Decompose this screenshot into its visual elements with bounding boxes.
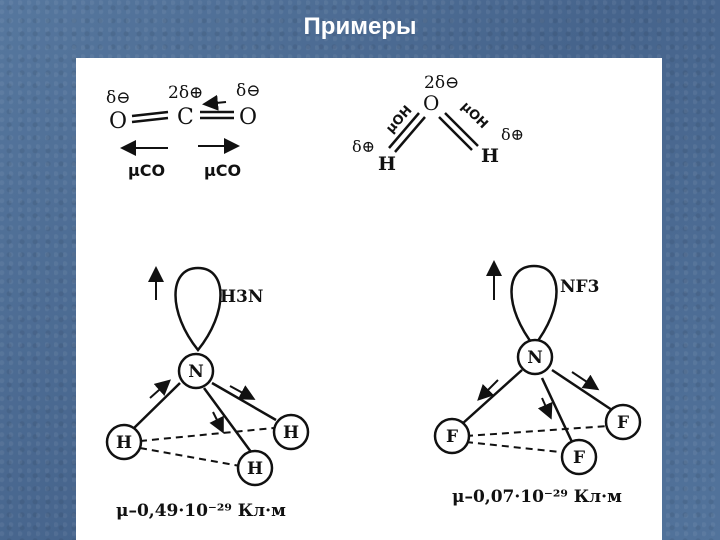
nf3-dipole-value: μ–0,07·10⁻²⁹ Кл·м [452,487,622,507]
ammonia-atom-h2-circle [272,413,310,451]
co2-charge-left: δ⊖ [106,88,130,108]
water-charge-o: 2δ⊖ [424,73,459,93]
water-charge-h-left: δ⊕ [352,137,375,156]
water-atom-o: O [423,91,439,115]
nf3-molecule: NF3 N F F F μ–0,07·10⁻²⁹ Кл·м [433,260,642,507]
ammonia-atom-h3-circle [236,449,274,487]
water-molecule: 2δ⊖ O μOH μOH δ⊕ δ⊕ H H [352,73,524,175]
nf3-base-dashes [465,425,609,453]
co2-moment-label-right: μCO [204,161,241,180]
nf3-atom-f3-circle [560,438,598,476]
ammonia-bonds [131,381,277,457]
water-atom-h-left: H [378,153,396,175]
co2-molecule: δ⊖ 2δ⊕ δ⊖ O C O μCO μCO [106,81,260,180]
ammonia-molecule: H3N N H H H μ–0,49·10⁻²⁹ Кл·м [105,266,310,521]
nf3-atom-f2: F [617,413,629,433]
ammonia-atom-h1: H [116,433,132,453]
co2-double-bond-right [200,110,234,120]
nf3-moment-arrow-center [537,397,553,420]
ammonia-atom-n-circle [177,352,215,390]
nf3-moment-arrow-right [571,371,600,391]
ammonia-atom-n: N [188,362,204,382]
figure-panel: δ⊖ 2δ⊕ δ⊖ O C O μCO μCO 2δ⊖ O μOH μ [76,58,662,540]
water-charge-h-right: δ⊕ [501,125,524,144]
water-bond-right [438,112,479,151]
co2-charge-center: 2δ⊕ [168,83,203,103]
co2-arrow-right-top [202,94,227,111]
water-bond-left [388,112,426,153]
nf3-bonds [461,368,613,443]
molecules-figure: δ⊖ 2δ⊕ δ⊖ O C O μCO μCO 2δ⊖ O μOH μ [105,73,642,521]
slide-title: Примеры [303,13,417,40]
co2-atom-left: O [109,109,127,134]
ammonia-moment-arrow-center [209,411,224,434]
water-atom-h-right: H [481,145,499,167]
ammonia-base-dashes [139,427,275,467]
co2-double-bond-left [131,110,169,124]
nf3-atom-f1-circle [433,417,471,455]
nf3-moment-arrow-left [477,379,499,401]
nf3-atom-f2-circle [604,403,642,441]
ammonia-dipole-value: μ–0,49·10⁻²⁹ Кл·м [116,501,286,521]
ammonia-moment-arrow-right [229,385,256,400]
co2-charge-right: δ⊖ [236,81,260,101]
nf3-atom-n: N [527,348,543,368]
nf3-lone-pair [510,264,558,349]
ammonia-lone-pair [174,266,222,352]
ammonia-atom-h1-circle [105,423,143,461]
nf3-formula: NF3 [560,277,599,297]
co2-atom-right: O [239,105,257,130]
ammonia-atom-h3: H [247,459,263,479]
nf3-atom-n-circle [516,338,554,376]
co2-atom-center: C [177,105,194,130]
water-bond-label-right: μOH [458,99,491,132]
ammonia-formula: H3N [220,287,263,307]
ammonia-moment-arrow-left [149,379,171,399]
nf3-atom-f1: F [446,427,458,447]
water-bond-label-left: μOH [383,103,415,136]
co2-moment-label-left: μCO [128,161,165,180]
ammonia-atom-h2: H [283,423,299,443]
nf3-atom-f3: F [573,448,585,468]
